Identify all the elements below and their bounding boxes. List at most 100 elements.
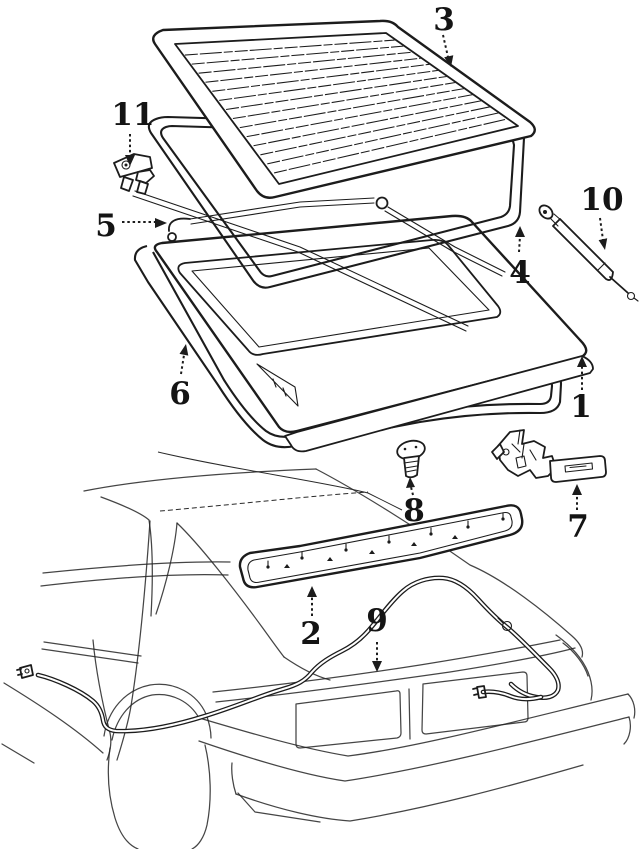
parcel-edge <box>283 656 331 681</box>
callout-9-arrow <box>372 642 382 672</box>
strut-piston-rod <box>609 276 629 294</box>
spoiler-mounting-studs <box>266 512 505 569</box>
strut-rod-end <box>626 291 636 301</box>
liftgate-hinge <box>113 153 155 195</box>
seal-inner <box>152 251 554 438</box>
callout-7: 7 <box>567 509 589 545</box>
clip-leader-lines <box>157 451 403 512</box>
callout-11: 11 <box>111 97 154 133</box>
hinge-base <box>113 153 153 178</box>
strut-cylinder <box>552 218 614 281</box>
callout-11-arrow <box>125 134 135 166</box>
lock-detail-lines <box>511 429 537 469</box>
taillight-recess-left <box>295 690 402 749</box>
bumper-top <box>195 693 629 757</box>
spoiler-outline <box>238 504 524 589</box>
callout-10: 10 <box>580 182 623 218</box>
lock-left-wing <box>491 443 505 460</box>
clip-leader-upper <box>157 451 403 511</box>
panel-corner-detail <box>256 363 299 407</box>
callout-2: 2 <box>300 616 322 652</box>
panel-front-face <box>284 355 594 453</box>
callout-5-arrow <box>122 218 167 228</box>
defroster-grid-lines <box>184 39 508 174</box>
strut-socket-center <box>543 210 547 214</box>
harness-branch-highlight <box>482 690 542 701</box>
bumper-right-wrap <box>623 693 636 745</box>
callout-2-arrow <box>307 586 317 616</box>
hatch-glass-edge-on-car <box>176 522 285 658</box>
callout-4-arrow <box>515 226 525 253</box>
rod-upper-continuation <box>384 206 506 277</box>
panel-top-surface <box>153 214 588 434</box>
valance-left <box>231 762 321 823</box>
glass-inner-border <box>174 32 519 185</box>
callout-8-arrow <box>406 477 415 496</box>
roof-line <box>83 468 317 492</box>
callout-4: 4 <box>509 255 531 291</box>
liftgate-weatherstrip <box>133 244 563 449</box>
c-pillar-right-edge <box>155 522 178 615</box>
bumper-bottom <box>235 764 584 822</box>
hinge-arm <box>135 169 155 184</box>
callout-7-arrow <box>572 484 582 510</box>
rod-hook-ball <box>167 232 177 242</box>
harness-main-highlight <box>37 576 560 733</box>
liftgate-panel <box>153 214 594 453</box>
spoiler-lower-tabs <box>284 535 458 568</box>
clip-cap-dot-right <box>414 445 418 449</box>
rocker-line <box>1 682 104 764</box>
frame-inner-ring <box>160 124 516 278</box>
hatch-right-edge-on-car <box>315 468 584 658</box>
wheel-arch <box>103 683 212 739</box>
callout-1-arrow <box>577 356 587 390</box>
rod-ball-stud <box>375 196 389 210</box>
clip-cap-dot-left <box>403 447 407 451</box>
door-shut-line <box>116 520 151 761</box>
callout-numbers: 1 2 3 4 5 6 7 8 9 10 11 <box>95 2 623 652</box>
quarter-corner-line <box>562 642 589 677</box>
panel-divider <box>408 688 411 740</box>
callout-3: 3 <box>433 2 455 38</box>
support-rod-assembly <box>132 190 506 332</box>
harness-left-connector <box>16 664 34 679</box>
harness-branch-connector <box>472 685 487 699</box>
rod-lower <box>132 190 469 332</box>
callout-9: 9 <box>366 603 388 639</box>
callout-6: 6 <box>169 376 191 412</box>
strut-rod-end-tip <box>633 297 639 302</box>
lock-bolt <box>502 448 510 456</box>
quarter-right-edge <box>555 634 593 701</box>
lock-striker-assembly <box>491 429 607 483</box>
clip-stem-ribs <box>403 460 419 473</box>
callout-10-arrow <box>598 217 608 250</box>
belt-line-pair <box>40 561 231 587</box>
callout-arrows <box>122 34 608 672</box>
car-body <box>1 468 636 849</box>
lock-body <box>497 429 557 479</box>
harness-left-connector-bolt <box>24 668 30 674</box>
deck-edge-upper <box>212 639 561 693</box>
lower-crease-pair <box>41 641 142 664</box>
rod-hook <box>168 217 191 232</box>
rear-glass <box>152 19 536 199</box>
callout-3-arrow <box>442 34 454 67</box>
gas-strut <box>538 204 639 302</box>
callout-8: 8 <box>403 493 425 529</box>
striker-slot <box>564 462 594 473</box>
cushion-clip <box>396 439 426 479</box>
callout-6-arrow <box>179 344 189 375</box>
tire <box>107 744 211 849</box>
harness-grommet-ring <box>501 620 513 632</box>
rod-upper <box>189 197 375 225</box>
striker-plate <box>549 455 607 483</box>
hinge-leg-left <box>120 176 134 192</box>
callout-5: 5 <box>95 208 117 244</box>
hinge-leg-right <box>136 180 149 195</box>
callout-1: 1 <box>570 389 592 425</box>
harness-grommet-stem <box>497 617 504 624</box>
spoiler-garnish <box>238 504 524 589</box>
license-recess <box>421 671 529 735</box>
seal-outer <box>133 244 563 449</box>
